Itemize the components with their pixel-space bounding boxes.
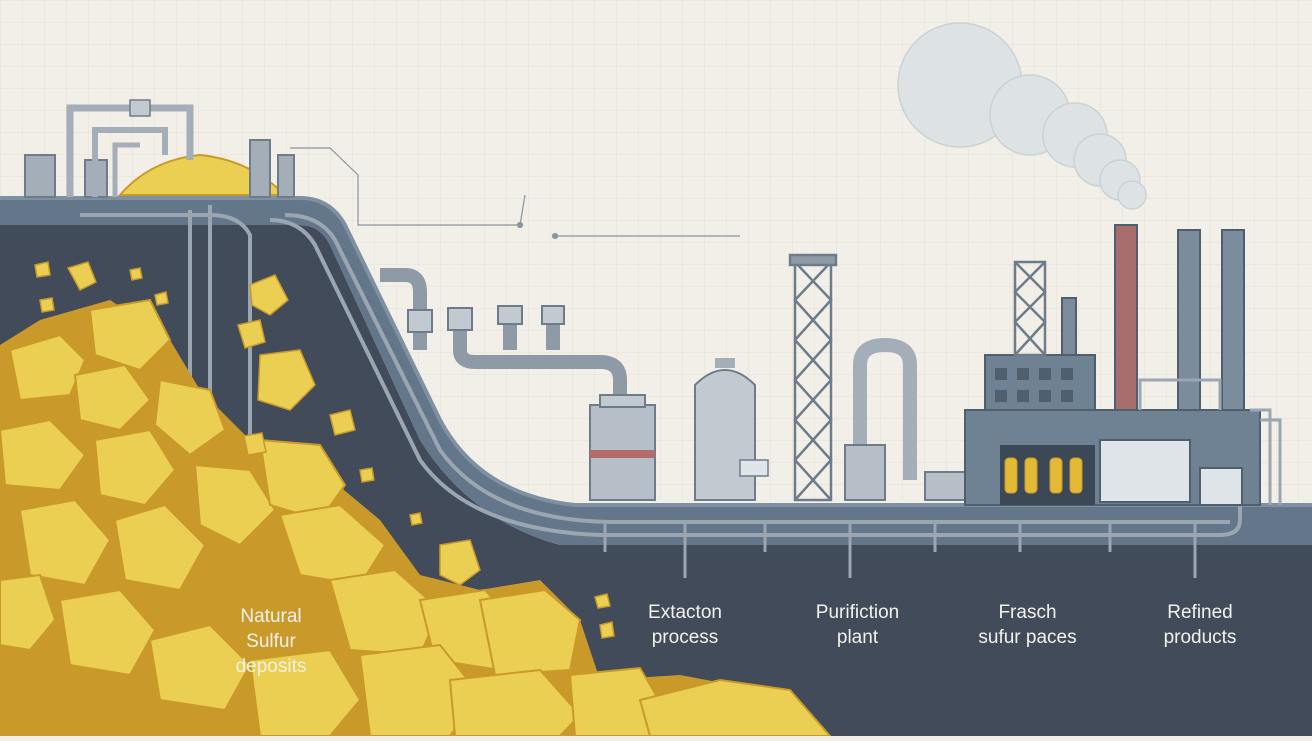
refinery-tank-small	[589, 394, 656, 501]
surface-works	[24, 99, 295, 198]
label-extraction-process: Extacton process	[625, 600, 745, 650]
label-natural-sulfur-deposits: Natural Sulfur deposits	[226, 604, 316, 679]
label-refined-line1: Refined	[1167, 602, 1233, 623]
smoke-cloud	[897, 22, 1147, 210]
distillation-column	[844, 337, 971, 501]
lattice-tower-right	[1013, 260, 1047, 357]
label-natural-sulfur-line3: deposits	[235, 656, 307, 677]
label-refined-line2: products	[1163, 627, 1237, 648]
pipe-valves	[407, 305, 565, 333]
factory-building	[964, 354, 1261, 506]
label-purification-line1: Purifiction	[815, 602, 900, 623]
label-frasch-line2: sufur paces	[978, 627, 1077, 648]
label-refined-products: Refined products	[1140, 600, 1260, 650]
pipe-supports	[603, 520, 1197, 578]
label-frasch-line1: Frasch	[998, 602, 1057, 623]
sulfur-rocks	[0, 298, 833, 737]
refinery-tank-tall	[694, 358, 769, 501]
annotation-lines	[290, 147, 740, 240]
label-extraction-line2: process	[651, 627, 719, 648]
sulfur-fragments	[34, 261, 615, 639]
ground-band	[0, 198, 1312, 545]
ground-surface-line	[0, 196, 1312, 507]
storage-tank	[24, 154, 56, 198]
label-natural-sulfur-line1: Natural	[240, 606, 302, 627]
chimneys	[1061, 224, 1245, 411]
label-purification-plant: Purifiction plant	[795, 600, 920, 650]
factory-pipes	[1138, 378, 1282, 505]
lattice-tower-left	[788, 253, 838, 502]
label-extraction-line1: Extacton	[648, 602, 722, 623]
label-purification-line2: plant	[836, 627, 879, 648]
label-frasch-process: Frasch sufur paces	[960, 600, 1095, 650]
label-natural-sulfur-line2: Sulfur	[246, 631, 296, 652]
